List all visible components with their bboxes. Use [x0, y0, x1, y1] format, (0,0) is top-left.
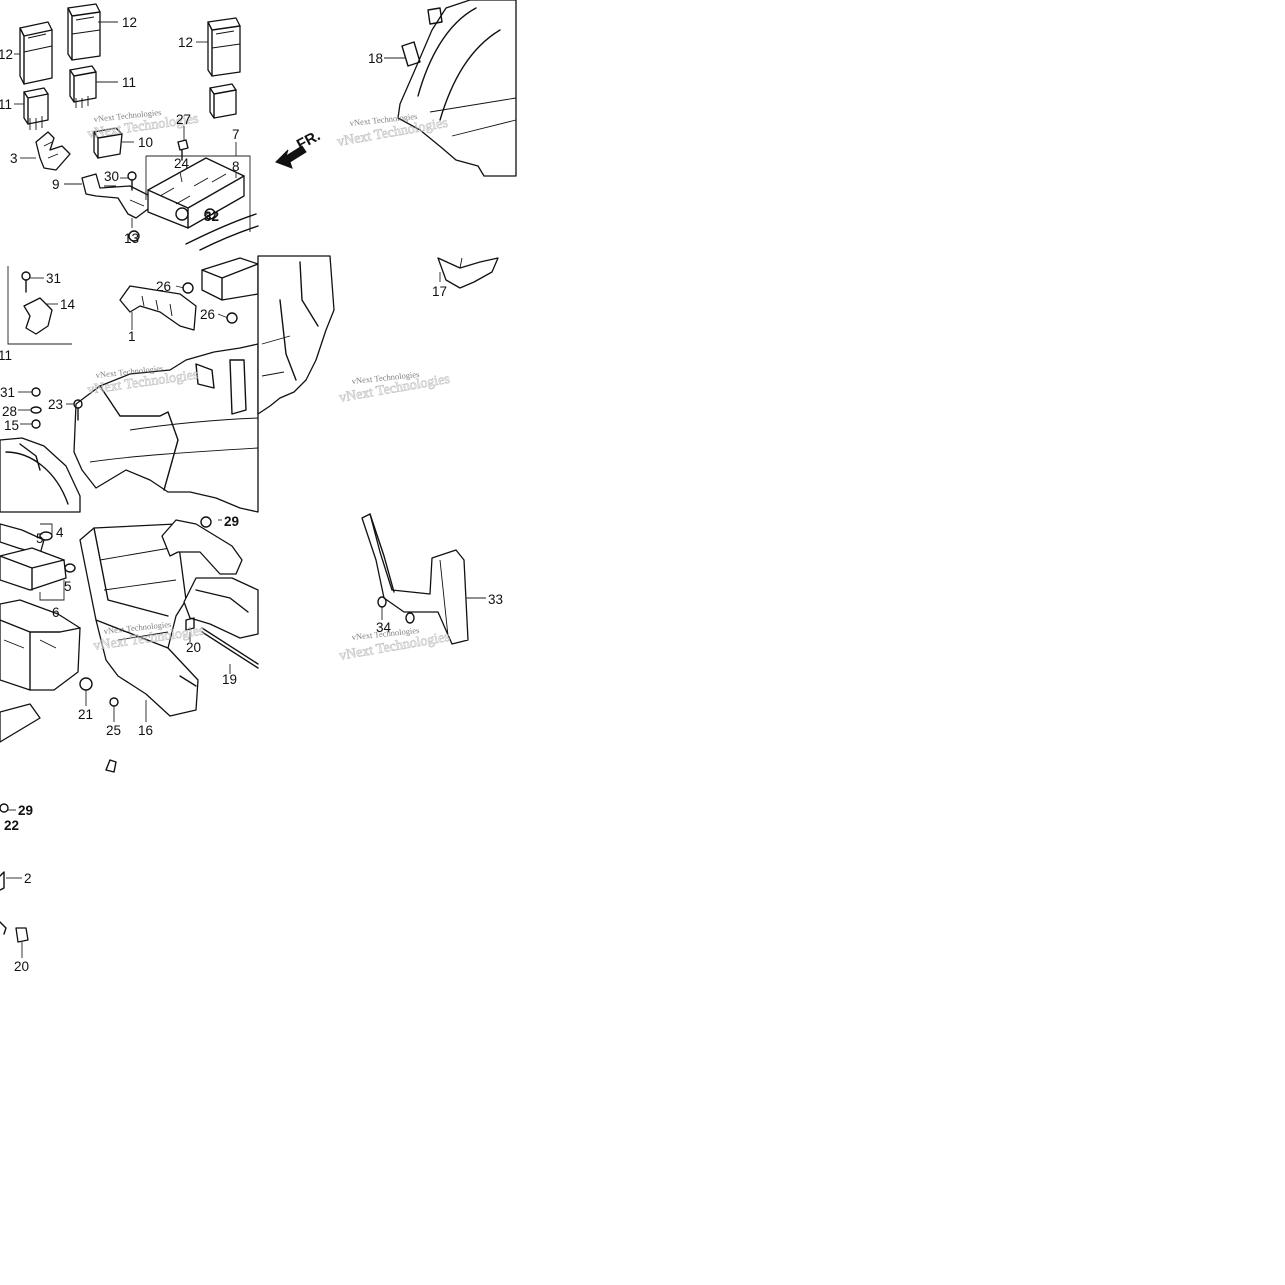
callout-10: 10: [138, 135, 153, 150]
callout-34: 34: [376, 620, 392, 635]
callout-12: 12: [122, 15, 137, 30]
callout-11: 11: [0, 348, 12, 363]
callout-21: 21: [78, 707, 93, 722]
callout-32: 32: [204, 209, 219, 224]
callout-20: 20: [14, 959, 29, 974]
callout-19: 19: [222, 672, 237, 687]
callout-25: 25: [106, 723, 121, 738]
callout-26: 26: [200, 307, 215, 322]
callout-8: 8: [232, 159, 240, 174]
callout-13: 13: [124, 231, 139, 246]
callout-11: 11: [122, 75, 136, 90]
callout-4: 4: [56, 525, 64, 540]
callout-12: 12: [178, 35, 193, 50]
callout-1: 1: [128, 329, 136, 344]
callout-24: 24: [174, 156, 190, 171]
callout-17: 17: [432, 284, 447, 299]
callout-15: 15: [4, 418, 19, 433]
callout-26: 26: [156, 279, 171, 294]
callout-30: 30: [104, 169, 119, 184]
callout-5: 5: [36, 531, 44, 546]
callout-20: 20: [186, 640, 201, 655]
callout-31: 31: [0, 385, 15, 400]
panel-part-33: [361, 513, 469, 645]
leader-lines: [6, 21, 486, 958]
panel-small-parts: [0, 803, 29, 943]
callout-5: 5: [64, 579, 72, 594]
callout-labels: 12 12 12 11 11 11 3 10 27 7 24 8 30 9 32…: [0, 15, 503, 974]
callout-9: 9: [52, 177, 60, 192]
callout-16: 16: [138, 723, 153, 738]
callout-7: 7: [232, 127, 240, 142]
callout-18: 18: [368, 51, 383, 66]
front-direction-arrow: [275, 145, 307, 169]
callout-27: 27: [176, 112, 191, 127]
callout-11: 11: [0, 97, 12, 112]
callout-22: 22: [4, 818, 19, 833]
panel-relays: [19, 3, 259, 251]
callout-29: 29: [18, 803, 33, 818]
callout-23: 23: [48, 397, 63, 412]
callout-3: 3: [10, 151, 18, 166]
panel-front-fender: FR.: [275, 0, 517, 177]
callout-33: 33: [488, 592, 503, 607]
panel-covers: [0, 516, 259, 773]
callout-6: 6: [52, 605, 60, 620]
callout-14: 14: [60, 297, 76, 312]
callout-2: 2: [24, 871, 32, 886]
callout-29: 29: [224, 514, 239, 529]
callout-12: 12: [0, 47, 13, 62]
panel-part-17: [437, 257, 499, 289]
callout-31: 31: [46, 271, 61, 286]
panel-inner-fender: [0, 255, 335, 513]
callout-28: 28: [2, 404, 17, 419]
